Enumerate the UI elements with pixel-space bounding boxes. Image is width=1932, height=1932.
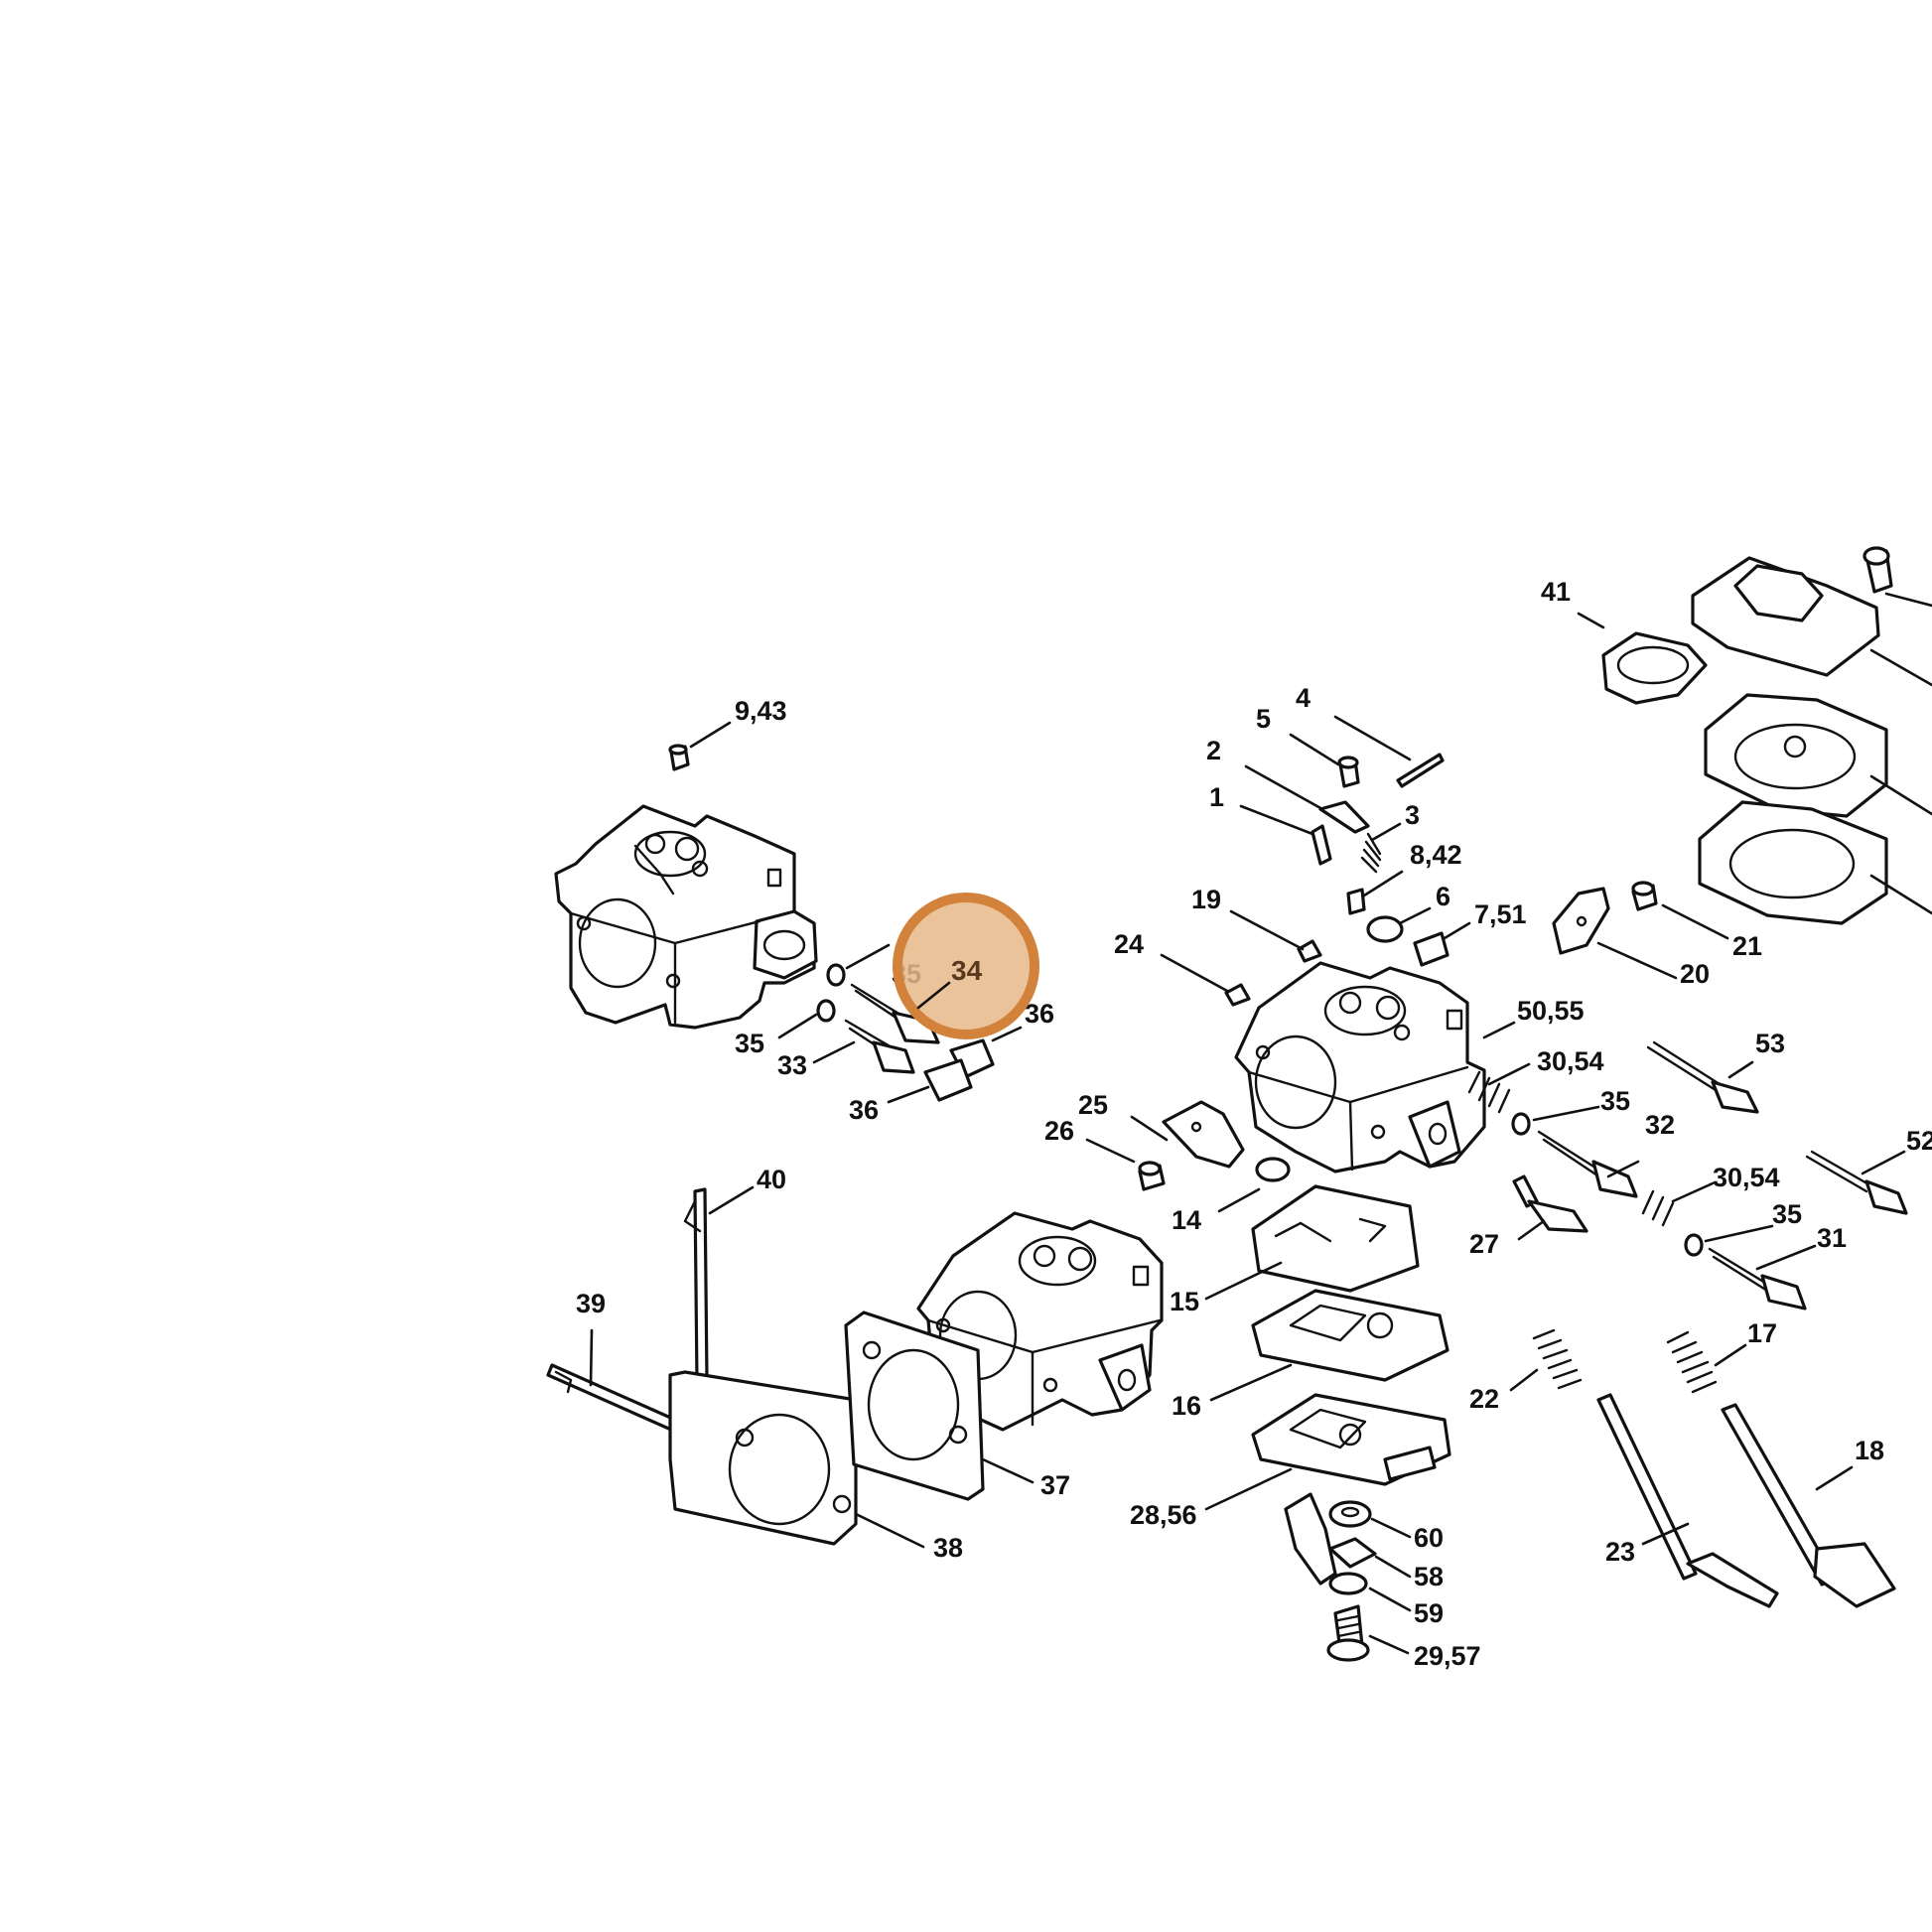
label-58: 58 bbox=[1414, 1562, 1444, 1591]
label-2: 2 bbox=[1206, 736, 1221, 765]
label-16: 16 bbox=[1172, 1391, 1201, 1421]
label-6: 6 bbox=[1436, 882, 1450, 911]
label-4: 4 bbox=[1296, 683, 1311, 713]
highlight-callout-34[interactable]: 34 bbox=[893, 893, 1039, 1039]
label-1: 1 bbox=[1209, 782, 1224, 812]
label-34: 34 bbox=[951, 955, 983, 986]
label-8-42: 8,42 bbox=[1410, 840, 1462, 870]
label-31: 31 bbox=[1817, 1223, 1847, 1253]
parts-20-21: 20 21 bbox=[1552, 881, 1762, 989]
label-36-a: 36 bbox=[1025, 999, 1054, 1029]
label-9-43: 9,43 bbox=[735, 696, 787, 726]
label-52: 52 bbox=[1906, 1126, 1932, 1156]
label-37: 37 bbox=[1040, 1470, 1070, 1500]
label-27: 27 bbox=[1469, 1229, 1499, 1259]
label-35-b: 35 bbox=[735, 1029, 764, 1058]
label-24: 24 bbox=[1114, 929, 1144, 959]
label-39: 39 bbox=[576, 1289, 606, 1318]
label-38: 38 bbox=[933, 1533, 963, 1563]
label-17: 17 bbox=[1747, 1318, 1777, 1348]
parts-15-16-28: 15 16 28,56 bbox=[1130, 1184, 1451, 1530]
label-60: 60 bbox=[1414, 1523, 1444, 1553]
parts-17-18: 17 18 bbox=[1666, 1318, 1896, 1608]
parts-29-58-59-60: 60 58 59 29,57 bbox=[1284, 1492, 1481, 1671]
label-3: 3 bbox=[1405, 800, 1420, 830]
part-9-43-screw: 9,43 bbox=[668, 696, 787, 771]
parts-33-36-cluster: 35 35 33 36 36 bbox=[735, 943, 1054, 1125]
label-53: 53 bbox=[1755, 1029, 1785, 1058]
label-30-54-b: 30,54 bbox=[1713, 1163, 1780, 1192]
label-18: 18 bbox=[1855, 1436, 1884, 1465]
label-35-c: 35 bbox=[1600, 1086, 1630, 1116]
adjust-screws-cluster: 30,54 35 32 53 27 30,54 35 31 52 bbox=[1467, 1029, 1932, 1311]
label-40: 40 bbox=[757, 1165, 786, 1194]
parts-1-8-cluster: 4 5 2 1 3 8,42 19 6 7,51 24 bbox=[1114, 683, 1527, 1007]
label-25: 25 bbox=[1078, 1090, 1108, 1120]
label-32: 32 bbox=[1645, 1110, 1675, 1140]
label-28-56: 28,56 bbox=[1130, 1500, 1197, 1530]
label-50-55: 50,55 bbox=[1517, 996, 1585, 1026]
label-7-51: 7,51 bbox=[1474, 899, 1527, 929]
label-59: 59 bbox=[1414, 1598, 1444, 1628]
label-26: 26 bbox=[1044, 1116, 1074, 1146]
parts-37-38-gaskets: 38 37 bbox=[668, 1311, 1070, 1563]
label-33: 33 bbox=[777, 1050, 807, 1080]
part-39-shaft: 39 bbox=[546, 1289, 677, 1432]
carburetor-body-center bbox=[1234, 961, 1486, 1173]
label-36-b: 36 bbox=[849, 1095, 879, 1125]
parts-14-25-26: 25 26 14 bbox=[1044, 1090, 1291, 1235]
part-40-shaft: 40 bbox=[683, 1165, 786, 1384]
label-19: 19 bbox=[1191, 885, 1221, 914]
pump-cover-assembly: 41 bbox=[1541, 546, 1932, 925]
parts-22-23: 22 23 bbox=[1469, 1328, 1779, 1608]
label-20: 20 bbox=[1680, 959, 1710, 989]
label-15: 15 bbox=[1170, 1287, 1199, 1316]
label-41: 41 bbox=[1541, 577, 1571, 607]
label-14: 14 bbox=[1172, 1205, 1201, 1235]
carburetor-body-left bbox=[554, 804, 818, 1030]
callout-ring bbox=[893, 893, 1039, 1039]
label-23: 23 bbox=[1605, 1537, 1635, 1567]
label-21: 21 bbox=[1732, 931, 1762, 961]
label-5: 5 bbox=[1256, 704, 1271, 734]
label-29-57: 29,57 bbox=[1414, 1641, 1481, 1671]
label-22: 22 bbox=[1469, 1384, 1499, 1414]
label-35-d: 35 bbox=[1772, 1199, 1802, 1229]
label-30-54-a: 30,54 bbox=[1537, 1046, 1604, 1076]
